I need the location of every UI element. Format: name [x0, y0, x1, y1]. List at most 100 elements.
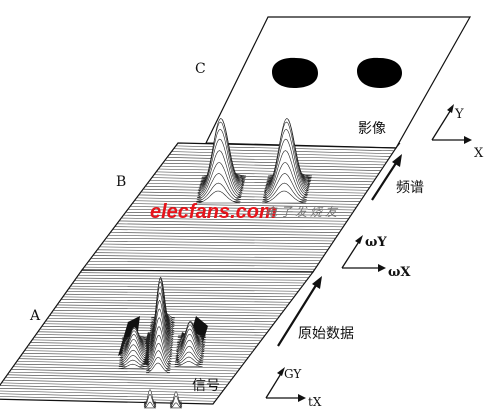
signal-axis-x-label: tX — [308, 395, 322, 409]
scan-line — [112, 229, 340, 233]
scan-line — [99, 246, 329, 250]
scan-line — [127, 209, 353, 214]
image-axis-y-label: Y — [454, 107, 464, 122]
stage-arrows — [277, 154, 402, 347]
scan-line — [158, 168, 380, 174]
scan-line — [101, 243, 330, 247]
scan-line — [57, 304, 286, 309]
raw-data-peak-side-right — [174, 361, 203, 367]
spectrum-peaks — [196, 117, 313, 204]
scan-line — [145, 186, 368, 191]
scan-line — [108, 235, 336, 239]
scan-line — [125, 211, 351, 216]
raw-data-peak-side-left — [118, 363, 147, 369]
scan-line — [95, 252, 325, 256]
raw-data-tail — [143, 401, 157, 409]
plane-b-label: B — [116, 174, 126, 190]
scan-line — [78, 275, 309, 278]
signal-axis-y-label: GY — [284, 367, 302, 381]
spectrum-peak-right — [262, 190, 307, 204]
scan-line — [0, 388, 222, 394]
plane-c-label: C — [195, 61, 206, 77]
scan-line — [97, 249, 327, 253]
scan-line — [110, 232, 338, 236]
spectrum-axis-x-label: ωX — [388, 265, 411, 280]
scan-line — [0, 393, 218, 399]
stage-label-image: 影像 — [358, 121, 386, 137]
scan-line — [84, 266, 315, 270]
raw-data-tail — [143, 393, 157, 407]
scan-line — [58, 301, 289, 306]
scan-line — [132, 203, 357, 208]
scan-line — [68, 288, 299, 292]
scan-line — [116, 223, 344, 228]
signal-axes: GY tX — [265, 367, 322, 409]
scan-line — [156, 171, 378, 177]
watermark: elecfans.com 电子发烧友 — [150, 201, 340, 223]
scan-line — [140, 191, 364, 197]
image-blob-left — [272, 57, 318, 88]
scan-line — [90, 258, 321, 262]
scan-line — [76, 277, 307, 281]
scan-line — [162, 162, 383, 169]
arrow-raw-to-spectrum — [277, 281, 319, 347]
raw-data-peak-main — [145, 362, 171, 374]
scan-line — [72, 283, 303, 287]
scan-line — [88, 261, 319, 264]
scan-line — [62, 296, 293, 300]
plane-c: C — [195, 16, 472, 149]
scan-line — [129, 206, 355, 211]
spectrum-peak-left — [196, 190, 241, 204]
scan-line — [0, 390, 220, 397]
scan-line — [114, 226, 342, 231]
plane-b: B — [80, 117, 398, 273]
raw-data-peak-side-left — [118, 359, 147, 367]
scan-line — [1, 382, 226, 388]
image-axis-x-label: X — [474, 146, 484, 161]
scan-line — [12, 366, 239, 372]
scan-line — [9, 371, 234, 377]
raw-data-tail — [169, 402, 183, 409]
stage-label-signal: 信号 — [192, 378, 220, 394]
scan-line — [92, 255, 323, 259]
scan-line — [147, 183, 370, 188]
scan-line — [80, 272, 311, 276]
image-blob-right — [357, 57, 402, 88]
raw-data-peaks — [118, 276, 206, 409]
scan-line — [138, 194, 363, 200]
spectrum-axes: ωY ωX — [341, 235, 411, 280]
scan-line — [149, 180, 372, 185]
scan-line — [151, 177, 374, 183]
scan-line — [123, 214, 349, 219]
stage-label-spectrum: 频谱 — [396, 180, 424, 196]
scan-line — [153, 174, 376, 180]
plane-c-surface — [205, 16, 472, 149]
scan-line — [86, 263, 317, 267]
watermark-domain: .com — [230, 201, 277, 223]
image-axes: Y X — [431, 104, 484, 161]
watermark-logo: elecfans.com — [150, 201, 277, 223]
scan-line — [105, 237, 334, 242]
scan-line — [5, 377, 230, 383]
scan-line — [70, 285, 301, 289]
scan-line — [66, 291, 297, 295]
scan-line — [53, 310, 282, 314]
scan-line — [103, 240, 332, 245]
scan-line — [143, 188, 366, 194]
scan-line — [7, 374, 232, 380]
scan-line — [119, 220, 346, 225]
arrow-spectrum-to-image — [371, 159, 399, 201]
scan-line — [60, 299, 291, 303]
stage-label-raw-data: 原始数据 — [298, 326, 354, 342]
scan-line — [136, 197, 361, 202]
scan-line — [74, 280, 305, 284]
scan-line — [0, 385, 224, 391]
scan-line — [11, 369, 236, 375]
plane-a-label: A — [29, 308, 41, 324]
raw-data-peak-side-right — [174, 356, 203, 365]
plane-a: A — [0, 269, 315, 409]
watermark-slogan: 电子发烧友 — [265, 205, 340, 219]
watermark-brand: elecfans — [150, 201, 230, 223]
scan-line — [164, 160, 385, 166]
